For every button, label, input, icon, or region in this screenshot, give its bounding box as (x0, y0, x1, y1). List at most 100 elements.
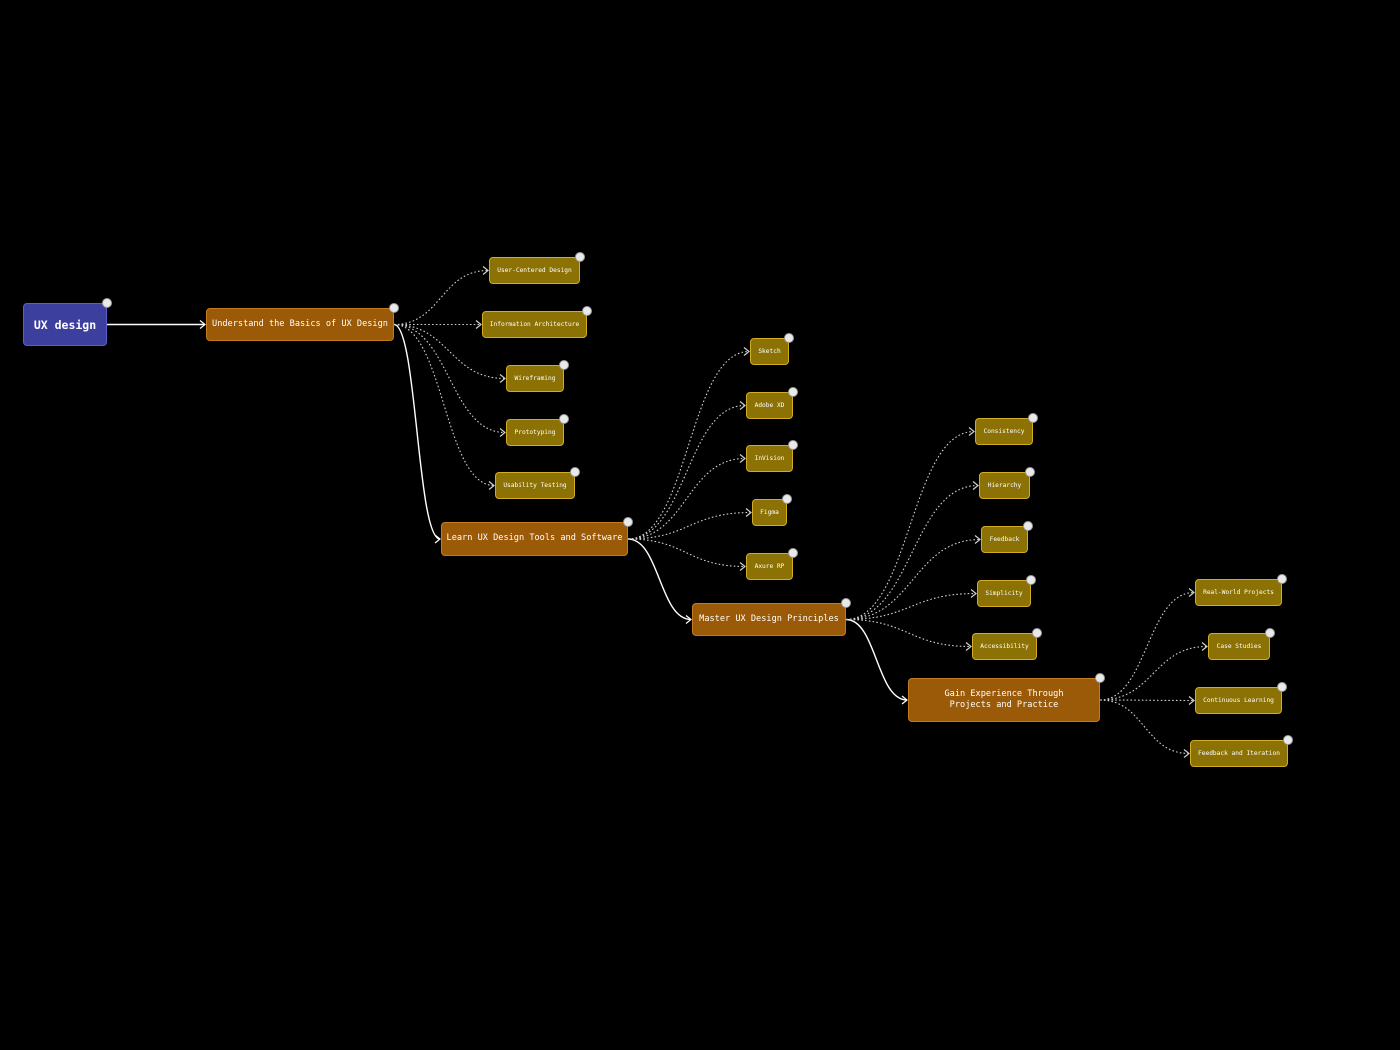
arrow-stage-2-leaf-3 (739, 454, 746, 463)
arrow-stage-3-leaf-2 (972, 481, 979, 490)
topic-node[interactable]: Feedback and Iteration (1190, 740, 1288, 767)
arrow-stage-4 (901, 695, 908, 705)
topic-node-handle[interactable] (788, 548, 798, 558)
topic-node-handle[interactable] (1265, 628, 1275, 638)
topic-node-handle[interactable] (1025, 467, 1035, 477)
topic-node[interactable]: Continuous Learning (1195, 687, 1282, 714)
edge-stage-3-to-stage-4 (845, 618, 908, 701)
stage-node-3[interactable]: Master UX Design Principles (692, 603, 846, 636)
topic-node-label: Axure RP (754, 563, 785, 570)
arrow-stage-2 (434, 534, 441, 544)
root-node[interactable]: UX design (23, 303, 107, 346)
topic-node-handle[interactable] (559, 360, 569, 370)
arrow-stage-4-leaf-2 (1201, 642, 1208, 651)
topic-node-handle[interactable] (1023, 521, 1033, 531)
stage-node-2[interactable]: Learn UX Design Tools and Software (441, 522, 628, 556)
topic-node-handle[interactable] (784, 333, 794, 343)
topic-node-label: User-Centered Design (497, 267, 572, 274)
topic-node[interactable]: Sketch (750, 338, 789, 365)
topic-node-label: Information Architecture (489, 321, 580, 328)
topic-node[interactable]: User-Centered Design (489, 257, 580, 284)
topic-node-label: InVision (754, 455, 785, 462)
topic-node[interactable]: Accessibility (972, 633, 1037, 660)
stage-node-2-handle[interactable] (623, 517, 633, 527)
topic-node-handle[interactable] (582, 306, 592, 316)
topic-node-handle[interactable] (788, 440, 798, 450)
edge-stage-2-leaf-1 (627, 350, 750, 540)
topic-node[interactable]: Feedback (981, 526, 1028, 553)
arrow-stage-1-leaf-2 (475, 320, 482, 329)
topic-node-label: Sketch (758, 348, 781, 355)
edge-stage-1-leaf-4 (393, 323, 506, 434)
arrow-stage-3-leaf-4 (970, 589, 977, 598)
edge-stage-2-to-stage-3 (627, 538, 692, 621)
topic-node-handle[interactable] (1277, 574, 1287, 584)
topic-node-handle[interactable] (1032, 628, 1042, 638)
edge-stage-3-leaf-5 (845, 618, 972, 648)
edge-stage-3-leaf-4 (845, 592, 977, 621)
stage-node-3-handle[interactable] (841, 598, 851, 608)
stage-node-1-label: Understand the Basics of UX Design (212, 318, 388, 329)
topic-node[interactable]: Simplicity (977, 580, 1031, 607)
root-node-handle[interactable] (102, 298, 112, 308)
topic-node[interactable]: Axure RP (746, 553, 793, 580)
topic-node-label: Case Studies (1216, 643, 1262, 650)
stage-node-4-label: Gain Experience Through Projects and Pra… (944, 688, 1064, 710)
topic-node[interactable]: Wireframing (506, 365, 564, 392)
root-node-label: UX design (33, 317, 97, 332)
edge-stage-2-leaf-4 (627, 511, 752, 540)
topic-node[interactable]: Prototyping (506, 419, 564, 446)
arrow-stage-1-leaf-3 (499, 374, 506, 383)
topic-node-handle[interactable] (559, 414, 569, 424)
arrow-stage-1-leaf-5 (488, 481, 495, 490)
edge-stage-3-leaf-3 (845, 538, 981, 621)
edge-stage-3-leaf-2 (845, 484, 979, 621)
topic-node-label: Wireframing (514, 375, 556, 382)
edge-stage-2-leaf-5 (627, 538, 746, 568)
topic-node[interactable]: Real-World Projects (1195, 579, 1282, 606)
topic-node-handle[interactable] (575, 252, 585, 262)
topic-node[interactable]: Adobe XD (746, 392, 793, 419)
stage-node-2-label: Learn UX Design Tools and Software (446, 533, 623, 544)
topic-node-handle[interactable] (782, 494, 792, 504)
edge-stage-4-leaf-1 (1099, 591, 1195, 701)
arrow-stage-4-leaf-4 (1183, 749, 1190, 758)
stage-node-4-handle[interactable] (1095, 673, 1105, 683)
topic-node[interactable]: Usability Testing (495, 472, 575, 499)
topic-node[interactable]: InVision (746, 445, 793, 472)
topic-node-label: Consistency (983, 428, 1025, 435)
topic-node-handle[interactable] (570, 467, 580, 477)
edge-stage-1-leaf-5 (393, 323, 495, 487)
topic-node-label: Prototyping (514, 429, 556, 436)
topic-node-handle[interactable] (1283, 735, 1293, 745)
stage-node-4[interactable]: Gain Experience Through Projects and Pra… (908, 678, 1100, 722)
topic-node[interactable]: Information Architecture (482, 311, 587, 338)
arrow-stage-2-leaf-2 (739, 401, 746, 410)
edge-stage-4-leaf-2 (1099, 645, 1208, 701)
stage-node-1-handle[interactable] (389, 303, 399, 313)
topic-node-label: Simplicity (985, 590, 1023, 597)
edge-stage-1-to-stage-2 (393, 323, 441, 540)
topic-node-handle[interactable] (1026, 575, 1036, 585)
arrow-stage-2-leaf-4 (745, 508, 752, 517)
arrow-root-to-stage-1 (199, 320, 206, 329)
topic-node-label: Usability Testing (503, 482, 567, 489)
topic-node-handle[interactable] (1277, 682, 1287, 692)
arrow-stage-3-leaf-5 (965, 642, 972, 651)
arrow-stage-1-leaf-1 (482, 266, 489, 275)
topic-node[interactable]: Case Studies (1208, 633, 1270, 660)
arrow-stage-1-leaf-4 (499, 428, 506, 437)
arrow-stage-2-leaf-5 (739, 562, 746, 571)
topic-node-handle[interactable] (1028, 413, 1038, 423)
arrow-stage-4-leaf-1 (1188, 588, 1195, 597)
edge-stage-1-leaf-3 (393, 323, 506, 380)
topic-node-label: Figma (760, 509, 779, 516)
topic-node-label: Continuous Learning (1203, 697, 1274, 704)
topic-node-handle[interactable] (788, 387, 798, 397)
edge-stage-4-leaf-4 (1099, 699, 1190, 755)
topic-node[interactable]: Hierarchy (979, 472, 1030, 499)
stage-node-1[interactable]: Understand the Basics of UX Design (206, 308, 394, 341)
arrow-stage-3-leaf-1 (968, 427, 975, 436)
topic-node[interactable]: Figma (752, 499, 787, 526)
topic-node[interactable]: Consistency (975, 418, 1033, 445)
